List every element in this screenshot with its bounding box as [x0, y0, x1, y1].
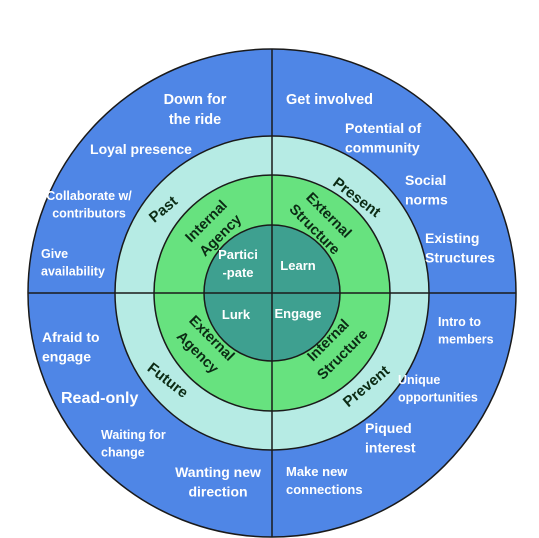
label-line: the ride [169, 112, 221, 128]
label-line: interest [365, 439, 416, 455]
label-line: Engage [275, 306, 322, 321]
outer-label-piqued-interest: Piqued interest [365, 420, 416, 455]
label-line: contributors [52, 206, 126, 220]
outer-label-wanting-new-direction: Wanting new direction [175, 464, 261, 499]
label-line: Collaborate w/ [46, 189, 132, 203]
core-label-learn: Learn [280, 258, 315, 273]
label-line: Afraid to [42, 329, 100, 345]
label-line: Existing [425, 230, 479, 246]
label-line: Make new [286, 464, 348, 479]
outer-label-unique-opportunities: Unique opportunities [398, 373, 478, 404]
label-line: Potential of [345, 120, 422, 136]
outer-label-read-only: Read-only [61, 390, 138, 407]
label-line: -pate [222, 265, 253, 280]
label-line: change [101, 445, 145, 459]
label-line: direction [188, 483, 247, 499]
label-line: Piqued [365, 420, 412, 436]
label-line: Partici [218, 247, 258, 262]
label-line: connections [286, 482, 363, 497]
label-line: Give [41, 247, 68, 261]
label-line: norms [405, 191, 448, 207]
outer-label-afraid-to-engage: Afraid to engage [42, 329, 100, 364]
label-line: community [345, 139, 420, 155]
label-line: Down for [164, 92, 227, 108]
label-line: Lurk [222, 307, 251, 322]
label-line: Learn [280, 258, 315, 273]
outer-label-down-for-the-ride: Down for the ride [164, 92, 227, 128]
label-line: Waiting for [101, 428, 166, 442]
label-line: Social [405, 172, 446, 188]
outer-label-social-norms: Social norms [405, 172, 448, 207]
label-line: Wanting new [175, 464, 261, 480]
core-label-participate: Partici -pate [218, 247, 258, 280]
label-line: Get involved [286, 92, 373, 108]
core-label-lurk: Lurk [222, 307, 251, 322]
outer-label-loyal-presence: Loyal presence [90, 141, 192, 157]
label-line: Loyal presence [90, 141, 192, 157]
outer-label-collaborate-with-contributors: Collaborate w/contributors [46, 189, 132, 220]
core-label-engage: Engage [275, 306, 322, 321]
outer-label-waiting-for-change: Waiting for change [101, 428, 166, 459]
label-line: Structures [425, 249, 495, 265]
outer-label-get-involved: Get involved [286, 92, 373, 108]
label-line: Unique [398, 373, 440, 387]
outer-label-intro-to-members: Intro to members [438, 315, 494, 346]
outer-label-potential-of-community: Potential of community [345, 120, 422, 155]
label-line: engage [42, 348, 91, 364]
outer-label-make-new-connections: Make new connections [286, 464, 363, 497]
outer-label-give-availability: Give availability [41, 247, 105, 278]
label-line: opportunities [398, 390, 478, 404]
label-line: members [438, 332, 494, 346]
label-line: Read-only [61, 390, 138, 407]
label-line: Intro to [438, 315, 481, 329]
label-line: availability [41, 264, 105, 278]
